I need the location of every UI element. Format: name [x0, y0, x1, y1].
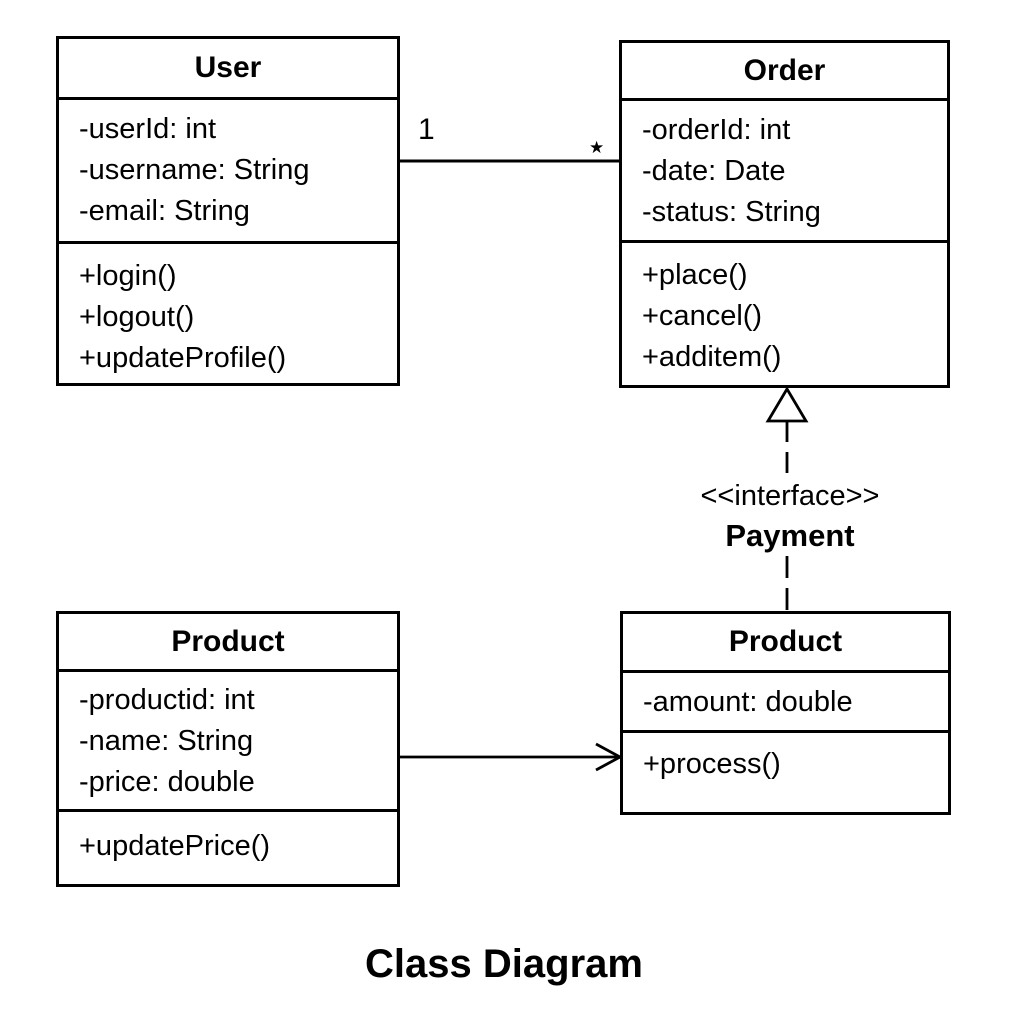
method-row: +cancel(): [642, 300, 763, 332]
class-attributes-payment-impl: -amount: double: [623, 673, 948, 733]
attribute-row: -userId: int: [79, 113, 216, 145]
class-methods-product: +updatePrice(): [59, 812, 397, 884]
class-box-user: User -userId: int -username: String -ema…: [56, 36, 400, 386]
attribute-row: -username: String: [79, 154, 310, 186]
attribute-row: -email: String: [79, 195, 250, 227]
attribute-row: -name: String: [79, 725, 254, 757]
method-row: +logout(): [79, 301, 195, 333]
class-attributes-order: -orderId: int -date: Date -status: Strin…: [622, 101, 947, 243]
multiplicity-many-label: ★: [589, 138, 605, 157]
attribute-row: -price: double: [79, 766, 255, 798]
attribute-row: -productid: int: [79, 684, 255, 716]
class-box-order: Order -orderId: int -date: Date -status:…: [619, 40, 950, 388]
interface-stereotype-label: <<interface>>: [700, 480, 880, 512]
class-attributes-product: -productid: int -name: String -price: do…: [59, 672, 397, 812]
class-title-user: User: [59, 39, 397, 100]
method-row: +login(): [79, 260, 177, 292]
attribute-row: -status: String: [642, 196, 821, 228]
class-box-payment-impl: Product -amount: double +process(): [620, 611, 951, 815]
class-box-product: Product -productid: int -name: String -p…: [56, 611, 400, 887]
method-row: +place(): [642, 259, 748, 291]
class-attributes-user: -userId: int -username: String -email: S…: [59, 100, 397, 244]
multiplicity-one-label: 1: [418, 113, 435, 146]
attribute-row: -date: Date: [642, 155, 786, 187]
class-title-product: Product: [59, 614, 397, 672]
class-methods-payment-impl: +process(): [623, 733, 948, 812]
attribute-row: -orderId: int: [642, 114, 791, 146]
method-row: +updatePrice(): [79, 830, 271, 862]
method-row: +process(): [643, 748, 781, 780]
diagram-title: Class Diagram: [365, 942, 643, 986]
class-title-order: Order: [622, 43, 947, 101]
class-title-payment-impl: Product: [623, 614, 948, 673]
attribute-row: -amount: double: [643, 686, 853, 718]
interface-name-label: Payment: [725, 518, 855, 553]
method-row: +additem(): [642, 341, 782, 373]
class-methods-user: +login() +logout() +updateProfile(): [59, 244, 397, 383]
class-methods-order: +place() +cancel() +additem(): [622, 243, 947, 385]
method-row: +updateProfile(): [79, 342, 287, 374]
realization-triangle-icon: [765, 386, 809, 423]
